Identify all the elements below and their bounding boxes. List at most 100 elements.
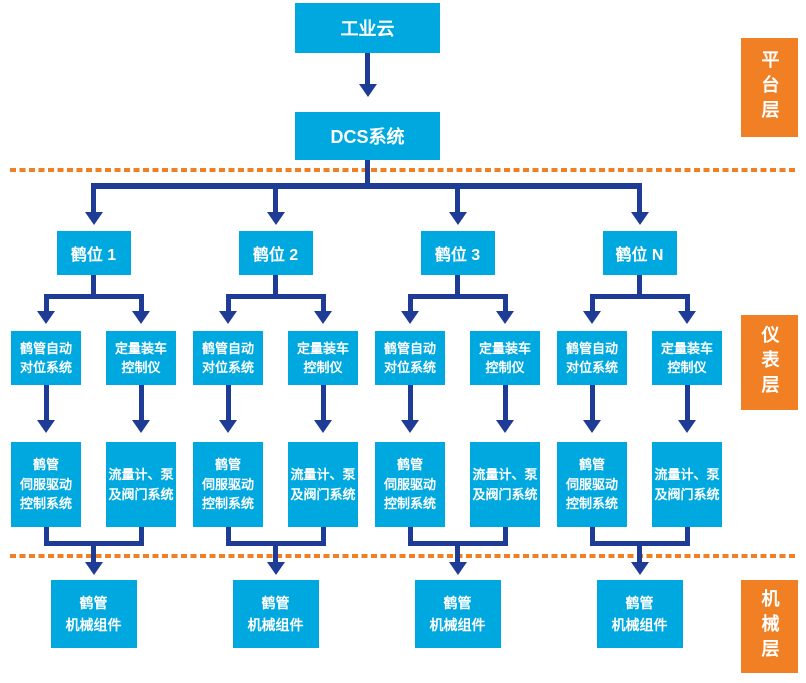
arrow-down-icon xyxy=(630,212,649,225)
split-bar xyxy=(407,294,508,299)
node-servo-drive-3: 鹤管 伺服驱动 控制系统 xyxy=(375,442,445,527)
node-crane-2: 鹤位 2 xyxy=(238,231,313,275)
connector-align-servo xyxy=(43,385,49,421)
arrow-down-icon xyxy=(583,420,601,433)
node-flow-pump-valve-n: 流量计、泵 及阀门系统 xyxy=(652,442,722,527)
connector-trunk-crane xyxy=(273,183,278,213)
layer-label-instrument: 仪表层 xyxy=(741,315,798,410)
arrow-down-icon xyxy=(37,420,55,433)
connector-trunk-crane xyxy=(91,183,96,213)
connector-merge-left xyxy=(225,527,231,546)
node-crane-3: 鹤位 3 xyxy=(420,231,495,275)
connector-split-left xyxy=(589,294,595,313)
connector-split-right xyxy=(684,294,690,313)
connector-align-servo xyxy=(589,385,595,421)
connector-split-right xyxy=(320,294,326,313)
layer-label-mechanical: 机械层 xyxy=(741,580,798,673)
connector-align-servo xyxy=(225,385,231,421)
connector-merge-right xyxy=(502,527,508,546)
arrow-down-icon xyxy=(84,212,103,225)
split-bar xyxy=(225,294,326,299)
node-mechanical-parts-2: 鹤管 机械组件 xyxy=(232,580,319,648)
connector-controller-flow xyxy=(320,385,326,421)
split-bar xyxy=(589,294,690,299)
connector-controller-flow xyxy=(684,385,690,421)
node-arm-alignment-1: 鹤管自动 对位系统 xyxy=(11,331,81,385)
arrow-down-icon xyxy=(678,420,696,433)
branch-1: 鹤位 1 鹤管自动 对位系统 定量装车 控制仪 鹤管 伺服驱动 控制系统 流量计… xyxy=(11,0,176,683)
node-flow-pump-valve-2: 流量计、泵 及阀门系统 xyxy=(288,442,358,527)
connector-crane-split xyxy=(455,275,460,296)
platform-instrument-separator xyxy=(10,168,798,172)
connector-cloud-dcs xyxy=(365,53,370,86)
connector-merge-right xyxy=(138,527,144,546)
arrow-down-icon xyxy=(496,311,514,324)
arrow-down-icon xyxy=(266,212,285,225)
connector-crane-split xyxy=(637,275,642,296)
connector-merge-down xyxy=(455,541,460,564)
arrow-down-icon xyxy=(219,420,237,433)
arrow-down-icon xyxy=(219,311,237,324)
branch-3: 鹤位 3 鹤管自动 对位系统 定量装车 控制仪 鹤管 伺服驱动 控制系统 流量计… xyxy=(375,0,540,683)
node-loading-controller-n: 定量装车 控制仪 xyxy=(652,331,722,385)
arrow-down-icon xyxy=(266,562,285,575)
arrow-down-icon xyxy=(448,212,467,225)
connector-crane-split xyxy=(91,275,96,296)
connector-merge-down xyxy=(91,541,96,564)
arrow-down-icon xyxy=(630,562,649,575)
arrow-down-icon xyxy=(314,311,332,324)
node-servo-drive-2: 鹤管 伺服驱动 控制系统 xyxy=(193,442,263,527)
node-crane-1: 鹤位 1 xyxy=(56,231,131,275)
arrow-down-icon xyxy=(84,562,103,575)
arrow-down-icon xyxy=(132,311,150,324)
connector-trunk-crane xyxy=(455,183,460,213)
branch-4: 鹤位 N 鹤管自动 对位系统 定量装车 控制仪 鹤管 伺服驱动 控制系统 流量计… xyxy=(557,0,722,683)
node-flow-pump-valve-1: 流量计、泵 及阀门系统 xyxy=(106,442,176,527)
connector-dcs-trunk xyxy=(365,160,370,186)
connector-split-left xyxy=(225,294,231,313)
node-loading-controller-3: 定量装车 控制仪 xyxy=(470,331,540,385)
arrow-down-icon xyxy=(401,420,419,433)
connector-split-left xyxy=(43,294,49,313)
connector-align-servo xyxy=(407,385,413,421)
arrow-down-icon xyxy=(678,311,696,324)
arrow-down-icon xyxy=(132,420,150,433)
distribution-bar xyxy=(91,183,642,189)
node-arm-alignment-n: 鹤管自动 对位系统 xyxy=(557,331,627,385)
node-servo-drive-1: 鹤管 伺服驱动 控制系统 xyxy=(11,442,81,527)
branch-2: 鹤位 2 鹤管自动 对位系统 定量装车 控制仪 鹤管 伺服驱动 控制系统 流量计… xyxy=(193,0,358,683)
node-dcs-system: DCS系统 xyxy=(295,112,440,160)
connector-trunk-crane xyxy=(637,183,642,213)
instrument-mechanical-separator xyxy=(10,554,798,558)
node-crane-n: 鹤位 N xyxy=(602,231,677,275)
arrow-down-icon xyxy=(448,562,467,575)
connector-merge-left xyxy=(589,527,595,546)
arrow-down-icon xyxy=(583,311,601,324)
connector-split-right xyxy=(502,294,508,313)
connector-merge-left xyxy=(407,527,413,546)
node-flow-pump-valve-3: 流量计、泵 及阀门系统 xyxy=(470,442,540,527)
arrow-down-icon xyxy=(401,311,419,324)
connector-controller-flow xyxy=(138,385,144,421)
node-loading-controller-2: 定量装车 控制仪 xyxy=(288,331,358,385)
connector-split-left xyxy=(407,294,413,313)
node-mechanical-parts-3: 鹤管 机械组件 xyxy=(414,580,501,648)
node-loading-controller-1: 定量装车 控制仪 xyxy=(106,331,176,385)
connector-crane-split xyxy=(273,275,278,296)
connector-controller-flow xyxy=(502,385,508,421)
layer-label-platform: 平台层 xyxy=(741,38,798,137)
node-mechanical-parts-1: 鹤管 机械组件 xyxy=(50,580,137,648)
node-servo-drive-n: 鹤管 伺服驱动 控制系统 xyxy=(557,442,627,527)
split-bar xyxy=(43,294,144,299)
connector-merge-left xyxy=(43,527,49,546)
arrow-down-icon xyxy=(358,84,377,97)
arrow-down-icon xyxy=(314,420,332,433)
connector-merge-down xyxy=(637,541,642,564)
connector-merge-down xyxy=(273,541,278,564)
node-mechanical-parts-n: 鹤管 机械组件 xyxy=(596,580,683,648)
arrow-down-icon xyxy=(37,311,55,324)
arrow-down-icon xyxy=(496,420,514,433)
node-arm-alignment-2: 鹤管自动 对位系统 xyxy=(193,331,263,385)
node-industrial-cloud: 工业云 xyxy=(295,3,440,53)
